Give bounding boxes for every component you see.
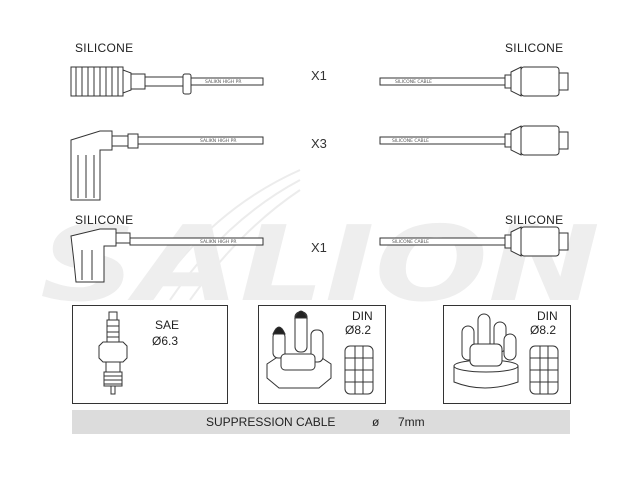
- banner-size: 7mm: [398, 415, 425, 429]
- row1-right-connector: [379, 66, 569, 97]
- row2-left-boot: [70, 130, 264, 201]
- row2-left-print: SALIKN HIGH PR: [200, 138, 236, 144]
- row3-left-label: SILICONE: [75, 213, 134, 227]
- spark-plug-icon: [98, 311, 128, 395]
- row1-right-label: SILICONE: [505, 41, 564, 55]
- row1-right-print: SILICONE CABLE: [395, 79, 432, 85]
- din-label-2: DIN: [537, 309, 558, 323]
- row2-quantity: X3: [311, 136, 327, 151]
- din-label-1: DIN: [352, 309, 373, 323]
- row1-left-print: SALIKN HIGH PR: [205, 79, 241, 85]
- banner-diameter-symbol: ø: [372, 415, 380, 429]
- row3-left-print: SALIKN HIGH PR: [200, 239, 236, 245]
- sae-label: SAE: [155, 318, 180, 332]
- row1-quantity: X1: [311, 68, 327, 83]
- row2-right-print: SILICONE CABLE: [392, 138, 429, 144]
- row1-left-boot: [70, 66, 264, 97]
- row3-quantity: X1: [311, 240, 327, 255]
- din-size-2: Ø8.2: [530, 323, 557, 337]
- svg-text:SALION: SALION: [40, 203, 600, 325]
- suppression-cable-banner: SUPPRESSION CABLE ø 7mm: [72, 410, 570, 434]
- row2-right-connector: [379, 125, 569, 156]
- distributor-cap-icon-2: [453, 313, 559, 395]
- spark-plug-terminal-box: SAE Ø6.3: [72, 305, 228, 404]
- row3-right-label: SILICONE: [505, 213, 564, 227]
- row3-right-print: SILICONE CABLE: [392, 239, 429, 245]
- row1-left-label: SILICONE: [75, 41, 134, 55]
- distributor-cap-icon-1: [266, 310, 374, 395]
- distributor-din-box-2: DIN Ø8.2: [443, 305, 571, 404]
- sae-size: Ø6.3: [152, 334, 179, 348]
- row3-left-boot: [70, 228, 264, 283]
- row3-right-connector: [379, 226, 569, 257]
- distributor-din-box-1: DIN Ø8.2: [258, 305, 386, 404]
- banner-text: SUPPRESSION CABLE: [206, 415, 336, 429]
- din-size-1: Ø8.2: [345, 323, 372, 337]
